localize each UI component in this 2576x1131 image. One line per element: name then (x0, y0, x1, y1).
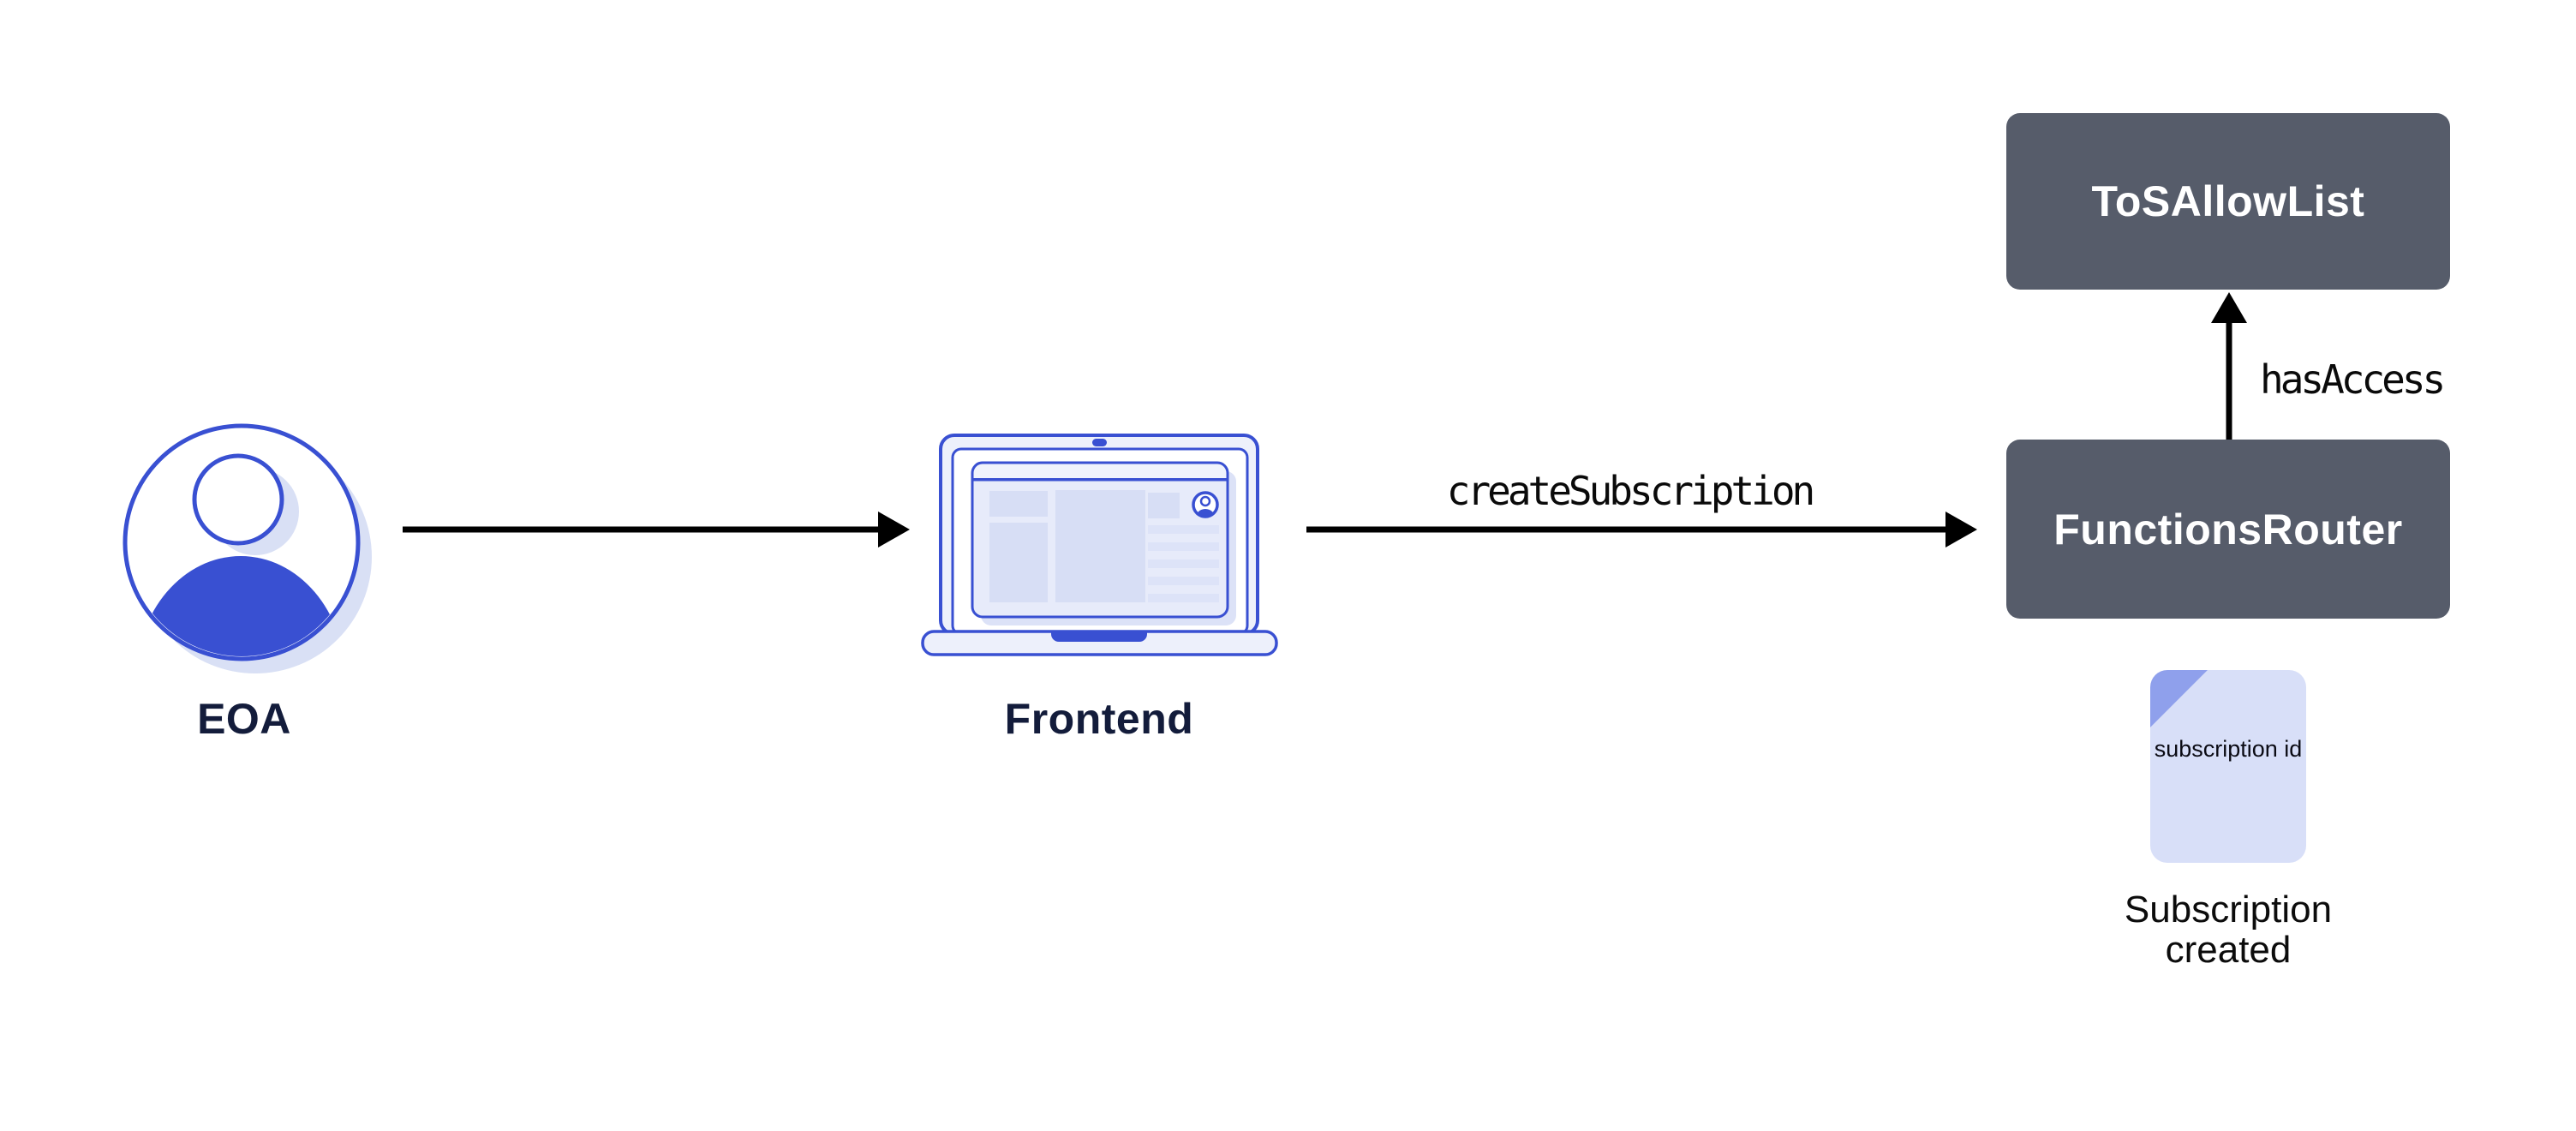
document-text: subscription id (2154, 736, 2303, 762)
arrow-router-to-tos (2211, 292, 2247, 440)
functions-router-label: FunctionsRouter (2053, 505, 2403, 554)
tos-allow-list-label: ToSAllowList (2091, 177, 2365, 225)
edge-label-create-subscription: createSubscription (1446, 468, 1815, 514)
arrow-frontend-to-router (1306, 512, 1977, 548)
document-caption: Subscription created (2124, 889, 2333, 971)
arrow-eoa-to-frontend (403, 512, 910, 548)
frontend-label: Frontend (1004, 695, 1194, 743)
person-avatar-icon (123, 423, 372, 673)
user-avatar-icon (1192, 491, 1219, 518)
eoa-label: EOA (197, 695, 291, 743)
edge-label-has-access: hasAccess (2260, 356, 2446, 403)
node-functions-router: FunctionsRouter (2006, 440, 2450, 619)
laptop-icon (921, 434, 1278, 656)
node-tos-allow-list: ToSAllowList (2006, 113, 2450, 290)
document-icon (2150, 670, 2306, 863)
